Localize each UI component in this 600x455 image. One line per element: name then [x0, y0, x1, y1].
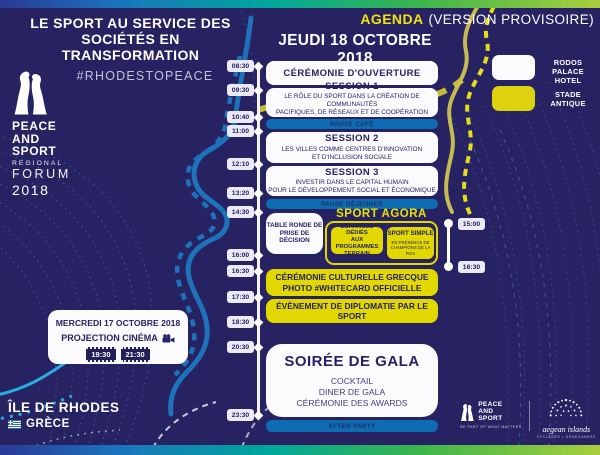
peace-and-sport-logo: PEACE AND SPORT BE PART OF WHAT MATTERS: [460, 401, 522, 429]
agenda-label: AGENDA: [360, 11, 424, 27]
cinema-camera-icon: [162, 333, 175, 342]
location-country: GRÈCE: [26, 418, 70, 430]
event-title: SESSION 2: [325, 133, 379, 145]
footer-logos: PEACE AND SPORT BE PART OF WHAT MATTERS …: [460, 392, 596, 439]
page-title: LE SPORT AU SERVICE DES SOCIÉTÉS EN TRAN…: [30, 15, 231, 63]
event-diplomatie: ÉVÈNEMENT DE DIPLOMATIE PAR LE SPORT: [266, 299, 438, 323]
event-title: SPORT SIMPLE: [387, 229, 434, 237]
event-title: SOIRÉE DE GALA: [284, 352, 420, 370]
screening-times: 19:30 21:30: [48, 347, 188, 362]
event-description: LES VILLES COMME CENTRES D'INNOVATION ET…: [281, 145, 423, 161]
aegean-islands-logo: aegean islands CYCLADES • DODECANESE: [537, 392, 596, 439]
legend-label-stade: STADE ANTIQUE: [550, 90, 586, 108]
timeline-time: 08:30: [227, 60, 254, 72]
agora-start-time: 15:00: [458, 218, 485, 230]
cyan-route-dashed: [0, 394, 73, 421]
event-title: SESSION 1: [325, 80, 379, 92]
screening-time: 19:30: [86, 347, 116, 362]
sport-agora-container: ÉCHANGES DÉDIÉS AUX PROGRAMMES TERRAIN S…: [325, 221, 438, 265]
timeline-time: 11:00: [227, 125, 254, 137]
logo-name: PEACE AND SPORT: [12, 119, 57, 158]
event-title: CÉRÉMONIE D'OUVERTURE: [283, 67, 421, 79]
event-gala: SOIRÉE DE GALA COCKTAIL DINER DE GALA CÉ…: [266, 344, 438, 417]
event-pause-cafe: PAUSE CAFÉ: [266, 119, 438, 129]
timeline-time: 10:40: [227, 111, 254, 123]
yellow-route-solid: [444, 2, 481, 214]
timeline-time: 23:30: [227, 409, 254, 421]
event-session-2: SESSION 2 LES VILLES COMME CENTRES D'INN…: [266, 132, 438, 163]
coastline-dashed: [173, 55, 243, 377]
location-island: ÎLE DE RHODES: [8, 400, 120, 415]
bracket-end-marker-icon: [444, 262, 453, 271]
event-note: EN PRÉSENCE DE CHAMPIONS DE LA PAIX: [390, 239, 431, 256]
contour-accents: [469, 129, 552, 455]
event-title: PROJECTION CINÉMA: [61, 333, 158, 343]
event-title: SESSION 3: [325, 166, 379, 178]
logo-forum: FORUM: [12, 166, 71, 181]
wednesday-date: MERCREDI 17 OCTOBRE 2018: [55, 318, 181, 328]
timeline-time: 16:30: [227, 265, 254, 277]
event-session-1: SESSION 1 LE RÔLE DU SPORT DANS LA CRÉAT…: [266, 81, 438, 124]
timeline-time: 14:30: [227, 206, 254, 218]
greek-flag-icon: [8, 419, 21, 429]
event-description: COCKTAIL DINER DE GALA CÉRÉMONIE DES AWA…: [296, 375, 408, 408]
screening-time: 21:30: [120, 347, 150, 362]
legend-swatch-rodos: [492, 55, 535, 80]
yellow-route-dashed: [462, 0, 501, 215]
timeline-time: 16:00: [227, 249, 254, 261]
agenda-version-note: (VERSION PROVISOIRE): [428, 12, 594, 27]
peace-and-sport-tagline: BE PART OF WHAT MATTERS: [460, 424, 522, 429]
agora-end-time: 16:30: [458, 261, 485, 273]
agenda-header: AGENDA (VERSION PROVISOIRE): [360, 11, 594, 27]
aegean-dots-arch-icon: [550, 398, 583, 417]
sport-agora-title: SPORT AGORA: [336, 208, 427, 220]
footer-divider: [528, 400, 530, 431]
location-block: ÎLE DE RHODES GRÈCE: [8, 400, 120, 430]
timeline-time: 09:30: [227, 84, 254, 96]
bottom-gradient-bar: [0, 445, 600, 455]
wednesday-event: PROJECTION CINÉMA: [48, 333, 188, 343]
peace-and-sport-name: PEACE AND SPORT: [478, 401, 503, 422]
forum-logo: PEACE AND SPORT REGIONAL FORUM 2018: [12, 70, 71, 198]
event-sport-simple: SPORT SIMPLE EN PRÉSENCE DE CHAMPIONS DE…: [387, 227, 434, 259]
timeline-time: 18:30: [227, 316, 254, 328]
timeline-time: 17:30: [227, 291, 254, 303]
day-title: JEUDI 18 OCTOBRE 2018: [278, 32, 432, 67]
timeline-time: 12:10: [227, 158, 254, 170]
event-description: INVESTIR DANS LE CAPITAL HUMAIN POUR LE …: [268, 179, 436, 195]
event-table-ronde: TABLE RONDE DE PRISE DE DÉCISION: [266, 213, 323, 254]
event-ceremonie-culturelle: CÉRÉMONIE CULTURELLE GRECQUE PHOTO #WHIT…: [266, 269, 438, 296]
event-pause-dejeuner: PAUSE DÉJEUNER: [266, 199, 438, 209]
bracket-start-marker-icon: [444, 219, 453, 228]
legend-label-rodos: RODOS PALACE HOTEL: [552, 58, 584, 85]
logo-year: 2018: [12, 181, 50, 198]
peace-and-sport-penguins-icon: [12, 70, 50, 116]
timeline-time: 13:20: [227, 187, 254, 199]
agora-time-bracket: [447, 224, 450, 266]
aegean-name: aegean islands: [542, 425, 591, 434]
aegean-subtitle: CYCLADES • DODECANESE: [536, 435, 596, 439]
event-after-party: AFTER PARTY: [266, 420, 438, 432]
legend-swatch-stade: [492, 86, 535, 111]
logo-regional: REGIONAL: [12, 159, 64, 167]
peace-and-sport-penguins-icon: [460, 403, 475, 422]
hashtag: #RHODESTOPEACE: [76, 69, 214, 83]
timeline-time: 20:30: [227, 341, 254, 353]
timeline-axis: [257, 66, 260, 416]
event-echanges-terrain: ÉCHANGES DÉDIÉS AUX PROGRAMMES TERRAIN: [331, 224, 383, 257]
event-opening-ceremony: CÉRÉMONIE D'OUVERTURE: [266, 61, 438, 85]
top-gradient-bar: [0, 0, 600, 8]
event-session-3: SESSION 3 INVESTIR DANS LE CAPITAL HUMAI…: [266, 166, 438, 196]
wednesday-program-card: MERCREDI 17 OCTOBRE 2018 PROJECTION CINÉ…: [48, 310, 188, 364]
